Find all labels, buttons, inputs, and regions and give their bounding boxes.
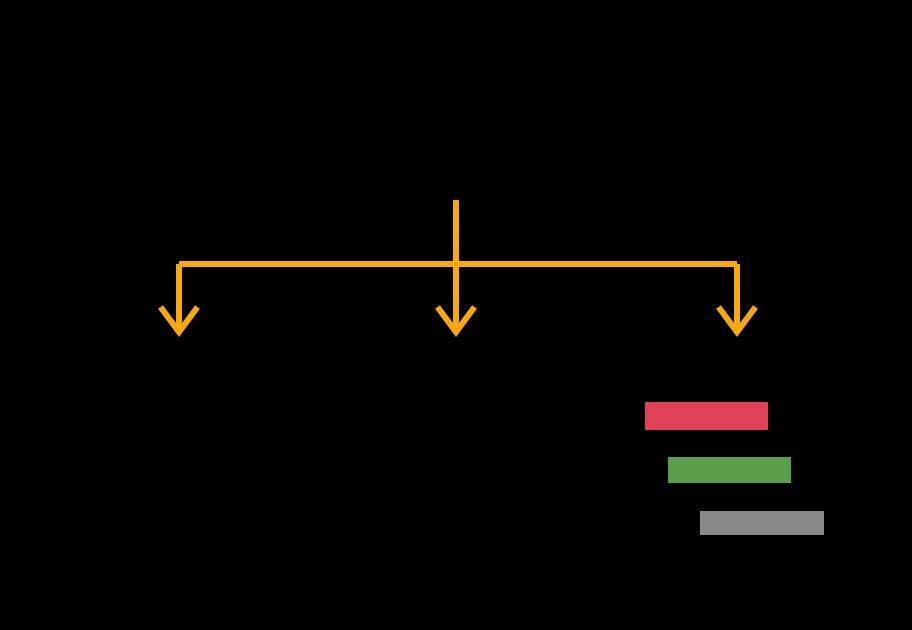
bar-green — [668, 457, 791, 483]
bar-red — [645, 402, 768, 430]
right-branch-arrow — [716, 264, 758, 338]
left-branch-arrowhead-icon — [158, 305, 200, 338]
bar-gray — [700, 511, 824, 535]
center-branch-arrowhead-icon — [435, 305, 477, 338]
orange-connector-group — [158, 200, 758, 338]
right-branch-arrowhead-icon — [716, 305, 758, 338]
center-branch-arrow — [435, 264, 477, 338]
left-branch-arrow — [158, 264, 200, 338]
